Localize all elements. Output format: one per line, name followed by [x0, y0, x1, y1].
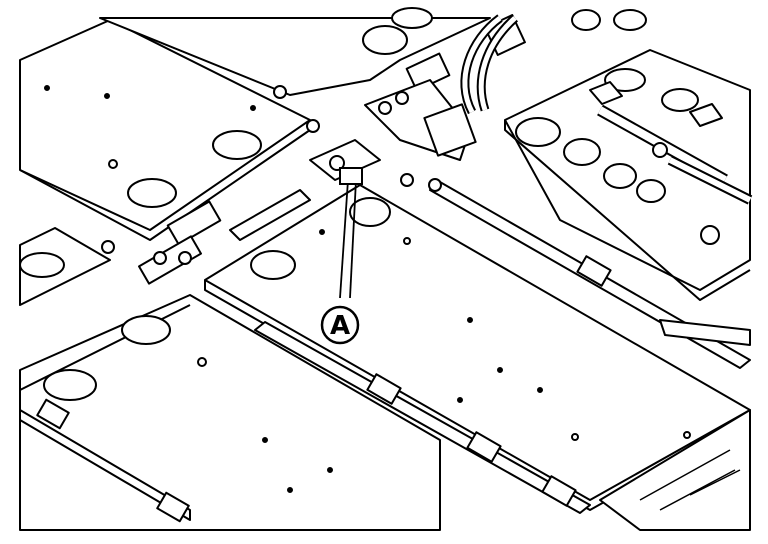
battery-module-upper-center: [99, 7, 491, 96]
bus-bar-tube: [589, 81, 753, 205]
frame-rail-left: [19, 398, 191, 523]
harness-connector: [364, 14, 526, 161]
battery-module-upper-right: [504, 9, 751, 301]
bus-bar-bracket: [101, 85, 442, 285]
target-clamp-bolt: [339, 167, 363, 185]
callout-label: A: [330, 311, 350, 341]
junction-box: [599, 409, 751, 531]
frame-rail-center: [254, 321, 591, 514]
cable-harness: [460, 14, 519, 115]
callout-balloon: [320, 305, 360, 345]
callout-leader-line: [339, 179, 349, 299]
battery-module-left-edge: [19, 227, 111, 306]
callout-a: A: [320, 167, 363, 345]
battery-module-upper-left: [19, 19, 311, 241]
callout-leader-line-2: [349, 179, 357, 299]
